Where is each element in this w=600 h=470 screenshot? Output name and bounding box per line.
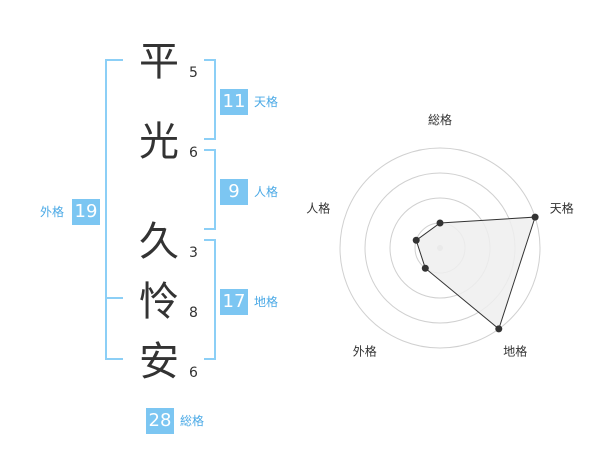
radar-axis-label-1: 天格 bbox=[550, 200, 574, 215]
soukaku-badge: 28 bbox=[146, 408, 174, 434]
outer-bracket-divider bbox=[105, 297, 123, 299]
jinkaku-bracket bbox=[204, 149, 216, 230]
jinkaku-badge: 9 bbox=[220, 179, 248, 205]
stroke-count-5: 6 bbox=[189, 365, 198, 381]
chikaku-badge: 17 bbox=[220, 289, 248, 315]
chikaku-label: 地格 bbox=[254, 295, 279, 309]
radar-point-2 bbox=[495, 325, 503, 333]
tenkaku-label: 天格 bbox=[254, 95, 279, 109]
jinkaku-label: 人格 bbox=[254, 185, 279, 199]
stroke-count-4: 8 bbox=[189, 305, 198, 321]
kanji-char-2: 光 bbox=[139, 119, 179, 165]
kanji-char-1: 平 bbox=[139, 39, 179, 85]
chikaku-bracket bbox=[204, 239, 216, 360]
soukaku-label: 総格 bbox=[180, 414, 205, 428]
radar-point-1 bbox=[531, 213, 539, 221]
gaikaku-badge: 19 bbox=[72, 199, 100, 225]
tenkaku-badge: 11 bbox=[220, 89, 248, 115]
radar-axis-label-3: 外格 bbox=[353, 344, 377, 359]
stroke-count-3: 3 bbox=[189, 245, 198, 261]
radar-point-3 bbox=[421, 264, 429, 272]
radar-point-0 bbox=[436, 219, 444, 227]
radar-axis-label-4: 人格 bbox=[306, 200, 330, 215]
stroke-count-2: 6 bbox=[189, 145, 198, 161]
radar-axis-label-0: 総格 bbox=[428, 112, 452, 127]
outer-bracket bbox=[105, 59, 123, 360]
kanji-char-4: 怜 bbox=[139, 279, 179, 325]
radar-polygon bbox=[415, 216, 536, 330]
kanji-char-5: 安 bbox=[139, 339, 179, 385]
radar-axis-label-2: 地格 bbox=[503, 344, 527, 359]
gaikaku-label: 外格 bbox=[40, 205, 65, 219]
radar-point-4 bbox=[412, 236, 420, 244]
stroke-count-1: 5 bbox=[189, 65, 198, 81]
radar-ring-4 bbox=[339, 147, 541, 349]
tenkaku-bracket bbox=[204, 59, 216, 140]
kanji-char-3: 久 bbox=[139, 219, 179, 265]
